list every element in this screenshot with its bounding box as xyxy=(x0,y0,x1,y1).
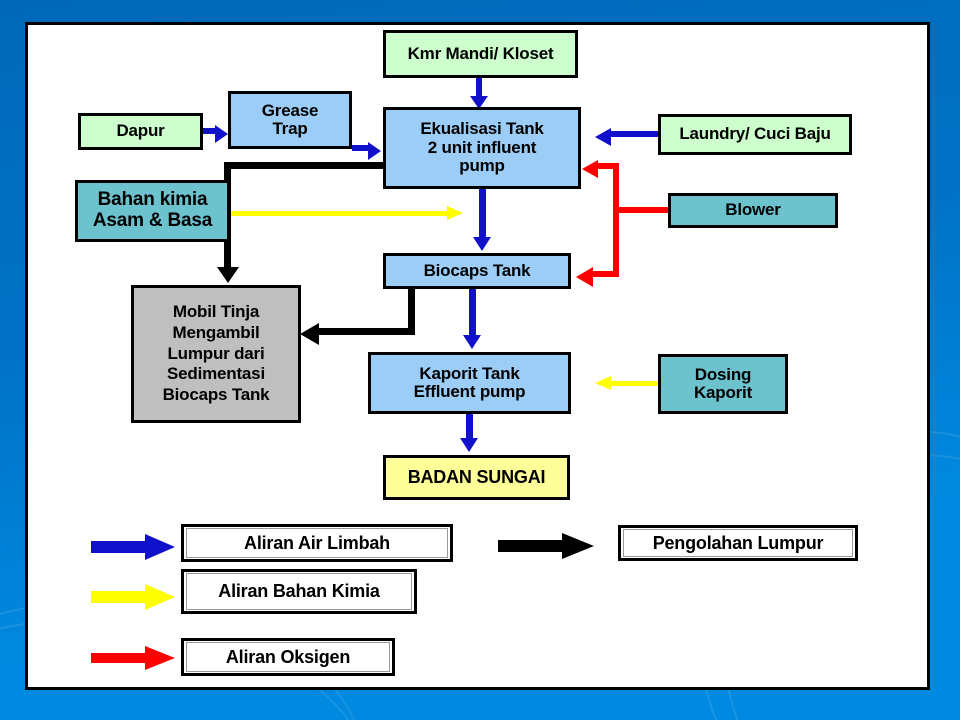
node-bahan-kimia-line2: Asam & Basa xyxy=(92,210,213,231)
flow-blower-ekualisasi-arrowhead xyxy=(582,160,598,178)
legend-label-oxygen[interactable]: Aliran Oksigen xyxy=(181,638,395,676)
legend-arrow-oxygen xyxy=(91,645,175,676)
legend-label-chemical[interactable]: Aliran Bahan Kimia xyxy=(181,569,417,614)
flow-kmrmandi-ekualisasi-line xyxy=(476,78,482,98)
node-ekualisasi-line3: pump xyxy=(459,156,505,176)
flow-ekualisasi-biocaps-arrowhead xyxy=(473,237,491,251)
flow-grease-ekualisasi-arrowhead xyxy=(368,142,381,160)
flow-biocaps-mobil-vertical xyxy=(408,289,415,335)
node-dosing-line2: Kaporit xyxy=(693,383,753,402)
flow-dosing-kaporit-line xyxy=(611,381,659,386)
node-mobil-tinja[interactable]: Mobil Tinja Mengambil Lumpur dari Sedime… xyxy=(131,285,301,423)
flow-kmrmandi-ekualisasi-arrowhead xyxy=(470,96,488,109)
flow-kaporit-sungai-arrowhead xyxy=(460,438,478,452)
legend-label-sludge[interactable]: Pengolahan Lumpur xyxy=(618,525,858,561)
node-kmr-mandi-label: Kmr Mandi/ Kloset xyxy=(407,43,554,63)
node-bahan-kimia[interactable]: Bahan kimia Asam & Basa xyxy=(75,180,230,242)
node-kmr-mandi[interactable]: Kmr Mandi/ Kloset xyxy=(383,30,578,78)
node-laundry-label: Laundry/ Cuci Baju xyxy=(679,124,831,144)
flow-biocaps-kaporit-arrowhead xyxy=(463,335,481,349)
flow-blower-trunk-vertical xyxy=(613,163,619,277)
flow-ekualisasi-mobil-horizontal xyxy=(224,162,386,169)
node-kaporit-line2: Effluent pump xyxy=(413,382,526,401)
flow-dapur-grease-line xyxy=(203,128,217,134)
node-grease-trap-line2: Trap xyxy=(272,119,308,138)
legend-arrow-chemical xyxy=(91,583,175,616)
flow-laundry-ekualisasi-line xyxy=(611,131,659,137)
flow-blower-trunk-horizontal xyxy=(613,207,671,213)
legend-label-sludge-text: Pengolahan Lumpur xyxy=(652,532,824,553)
legend-arrow-sludge-icon xyxy=(498,533,594,559)
node-mobil-tinja-line4: Sedimentasi xyxy=(167,364,265,384)
legend-arrow-chemical-icon xyxy=(91,584,175,610)
node-blower-label: Blower xyxy=(725,200,781,220)
legend-arrow-oxygen-icon xyxy=(91,646,175,670)
legend-label-chemical-text: Aliran Bahan Kimia xyxy=(218,581,380,601)
node-dosing-line1: Dosing xyxy=(694,364,752,384)
flow-ekualisasi-mobil-arrowhead xyxy=(217,267,239,283)
node-dapur[interactable]: Dapur xyxy=(78,113,203,150)
flow-bahankimia-chemical-arrowhead xyxy=(447,206,463,220)
node-ekualisasi-line2: 2 unit influent xyxy=(427,137,537,157)
node-grease-trap[interactable]: Grease Trap xyxy=(228,91,352,149)
legend-label-wastewater-text: Aliran Air Limbah xyxy=(244,532,390,553)
node-dosing-kaporit[interactable]: Dosing Kaporit xyxy=(658,354,788,414)
node-biocaps-tank[interactable]: Biocaps Tank xyxy=(383,253,571,289)
node-dapur-label: Dapur xyxy=(116,121,165,141)
node-ekualisasi-tank[interactable]: Ekualisasi Tank 2 unit influent pump xyxy=(383,107,581,189)
flow-biocaps-mobil-horizontal xyxy=(318,328,415,335)
node-laundry[interactable]: Laundry/ Cuci Baju xyxy=(658,114,852,155)
flow-bahankimia-chemical-line xyxy=(228,211,450,216)
flow-biocaps-kaporit-line xyxy=(469,289,476,337)
flow-blower-biocaps-line xyxy=(593,271,617,277)
node-badan-sungai[interactable]: BADAN SUNGAI xyxy=(383,455,570,500)
flow-blower-ekualisasi-line xyxy=(598,163,616,169)
flow-laundry-ekualisasi-arrowhead xyxy=(595,128,611,146)
flow-ekualisasi-biocaps-line xyxy=(479,189,486,239)
flow-dosing-kaporit-arrowhead xyxy=(595,376,611,390)
node-mobil-tinja-line3: Lumpur dari xyxy=(167,343,265,363)
legend-label-wastewater[interactable]: Aliran Air Limbah xyxy=(181,524,453,562)
node-mobil-tinja-line2: Mengambil xyxy=(172,322,260,342)
node-mobil-tinja-line5: Biocaps Tank xyxy=(162,385,270,405)
node-mobil-tinja-line1: Mobil Tinja xyxy=(172,302,260,322)
node-badan-sungai-label: BADAN SUNGAI xyxy=(407,466,546,487)
flow-grease-ekualisasi-line xyxy=(352,145,370,151)
node-blower[interactable]: Blower xyxy=(668,193,838,228)
diagram-panel: Kmr Mandi/ Kloset Dapur Grease Trap Laun… xyxy=(25,22,930,690)
node-kaporit-line1: Kaporit Tank xyxy=(419,363,520,383)
node-kaporit-tank[interactable]: Kaporit Tank Effluent pump xyxy=(368,352,571,414)
flow-dapur-grease-arrowhead xyxy=(215,125,228,143)
flow-kaporit-sungai-line xyxy=(466,414,473,440)
node-ekualisasi-line1: Ekualisasi Tank xyxy=(420,119,544,139)
legend-arrow-wastewater-icon xyxy=(91,534,175,560)
legend-label-oxygen-text: Aliran Oksigen xyxy=(225,646,351,667)
flow-blower-biocaps-arrowhead xyxy=(576,267,593,287)
flow-biocaps-mobil-arrowhead xyxy=(300,323,319,345)
node-biocaps-label: Biocaps Tank xyxy=(423,260,531,280)
node-bahan-kimia-line1: Bahan kimia xyxy=(97,189,208,211)
node-grease-trap-line1: Grease xyxy=(261,100,319,120)
legend-arrow-wastewater xyxy=(91,533,175,566)
legend-arrow-sludge xyxy=(498,532,594,565)
